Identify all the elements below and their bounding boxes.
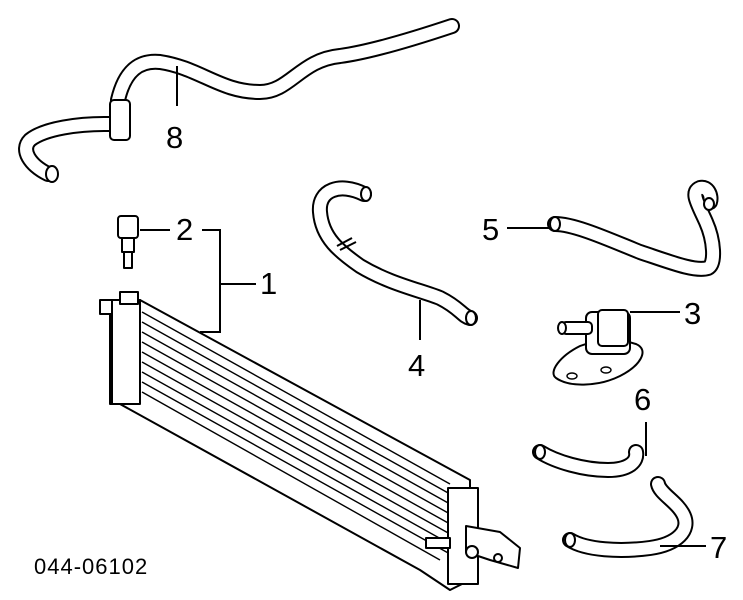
callout-7: 7 xyxy=(710,530,727,565)
callout-4: 4 xyxy=(408,348,425,383)
sensor-part-2 xyxy=(117,215,139,269)
hose-part-8 xyxy=(18,18,460,183)
hose-part-5 xyxy=(547,179,721,277)
hose-part-4 xyxy=(311,180,478,326)
callout-2: 2 xyxy=(176,212,193,247)
callout-1: 1 xyxy=(260,266,277,301)
callout-lines xyxy=(140,66,706,547)
cooler-fins xyxy=(141,311,451,561)
hose-part-6 xyxy=(532,444,645,479)
callout-3: 3 xyxy=(684,296,701,331)
cooler-part-1 xyxy=(99,291,521,591)
callout-8: 8 xyxy=(166,120,183,155)
callout-6: 6 xyxy=(634,382,651,417)
callout-5: 5 xyxy=(482,212,499,247)
hose-part-7 xyxy=(562,476,694,558)
valve-part-3 xyxy=(552,309,644,386)
diagram-code: 044-06102 xyxy=(34,554,148,579)
